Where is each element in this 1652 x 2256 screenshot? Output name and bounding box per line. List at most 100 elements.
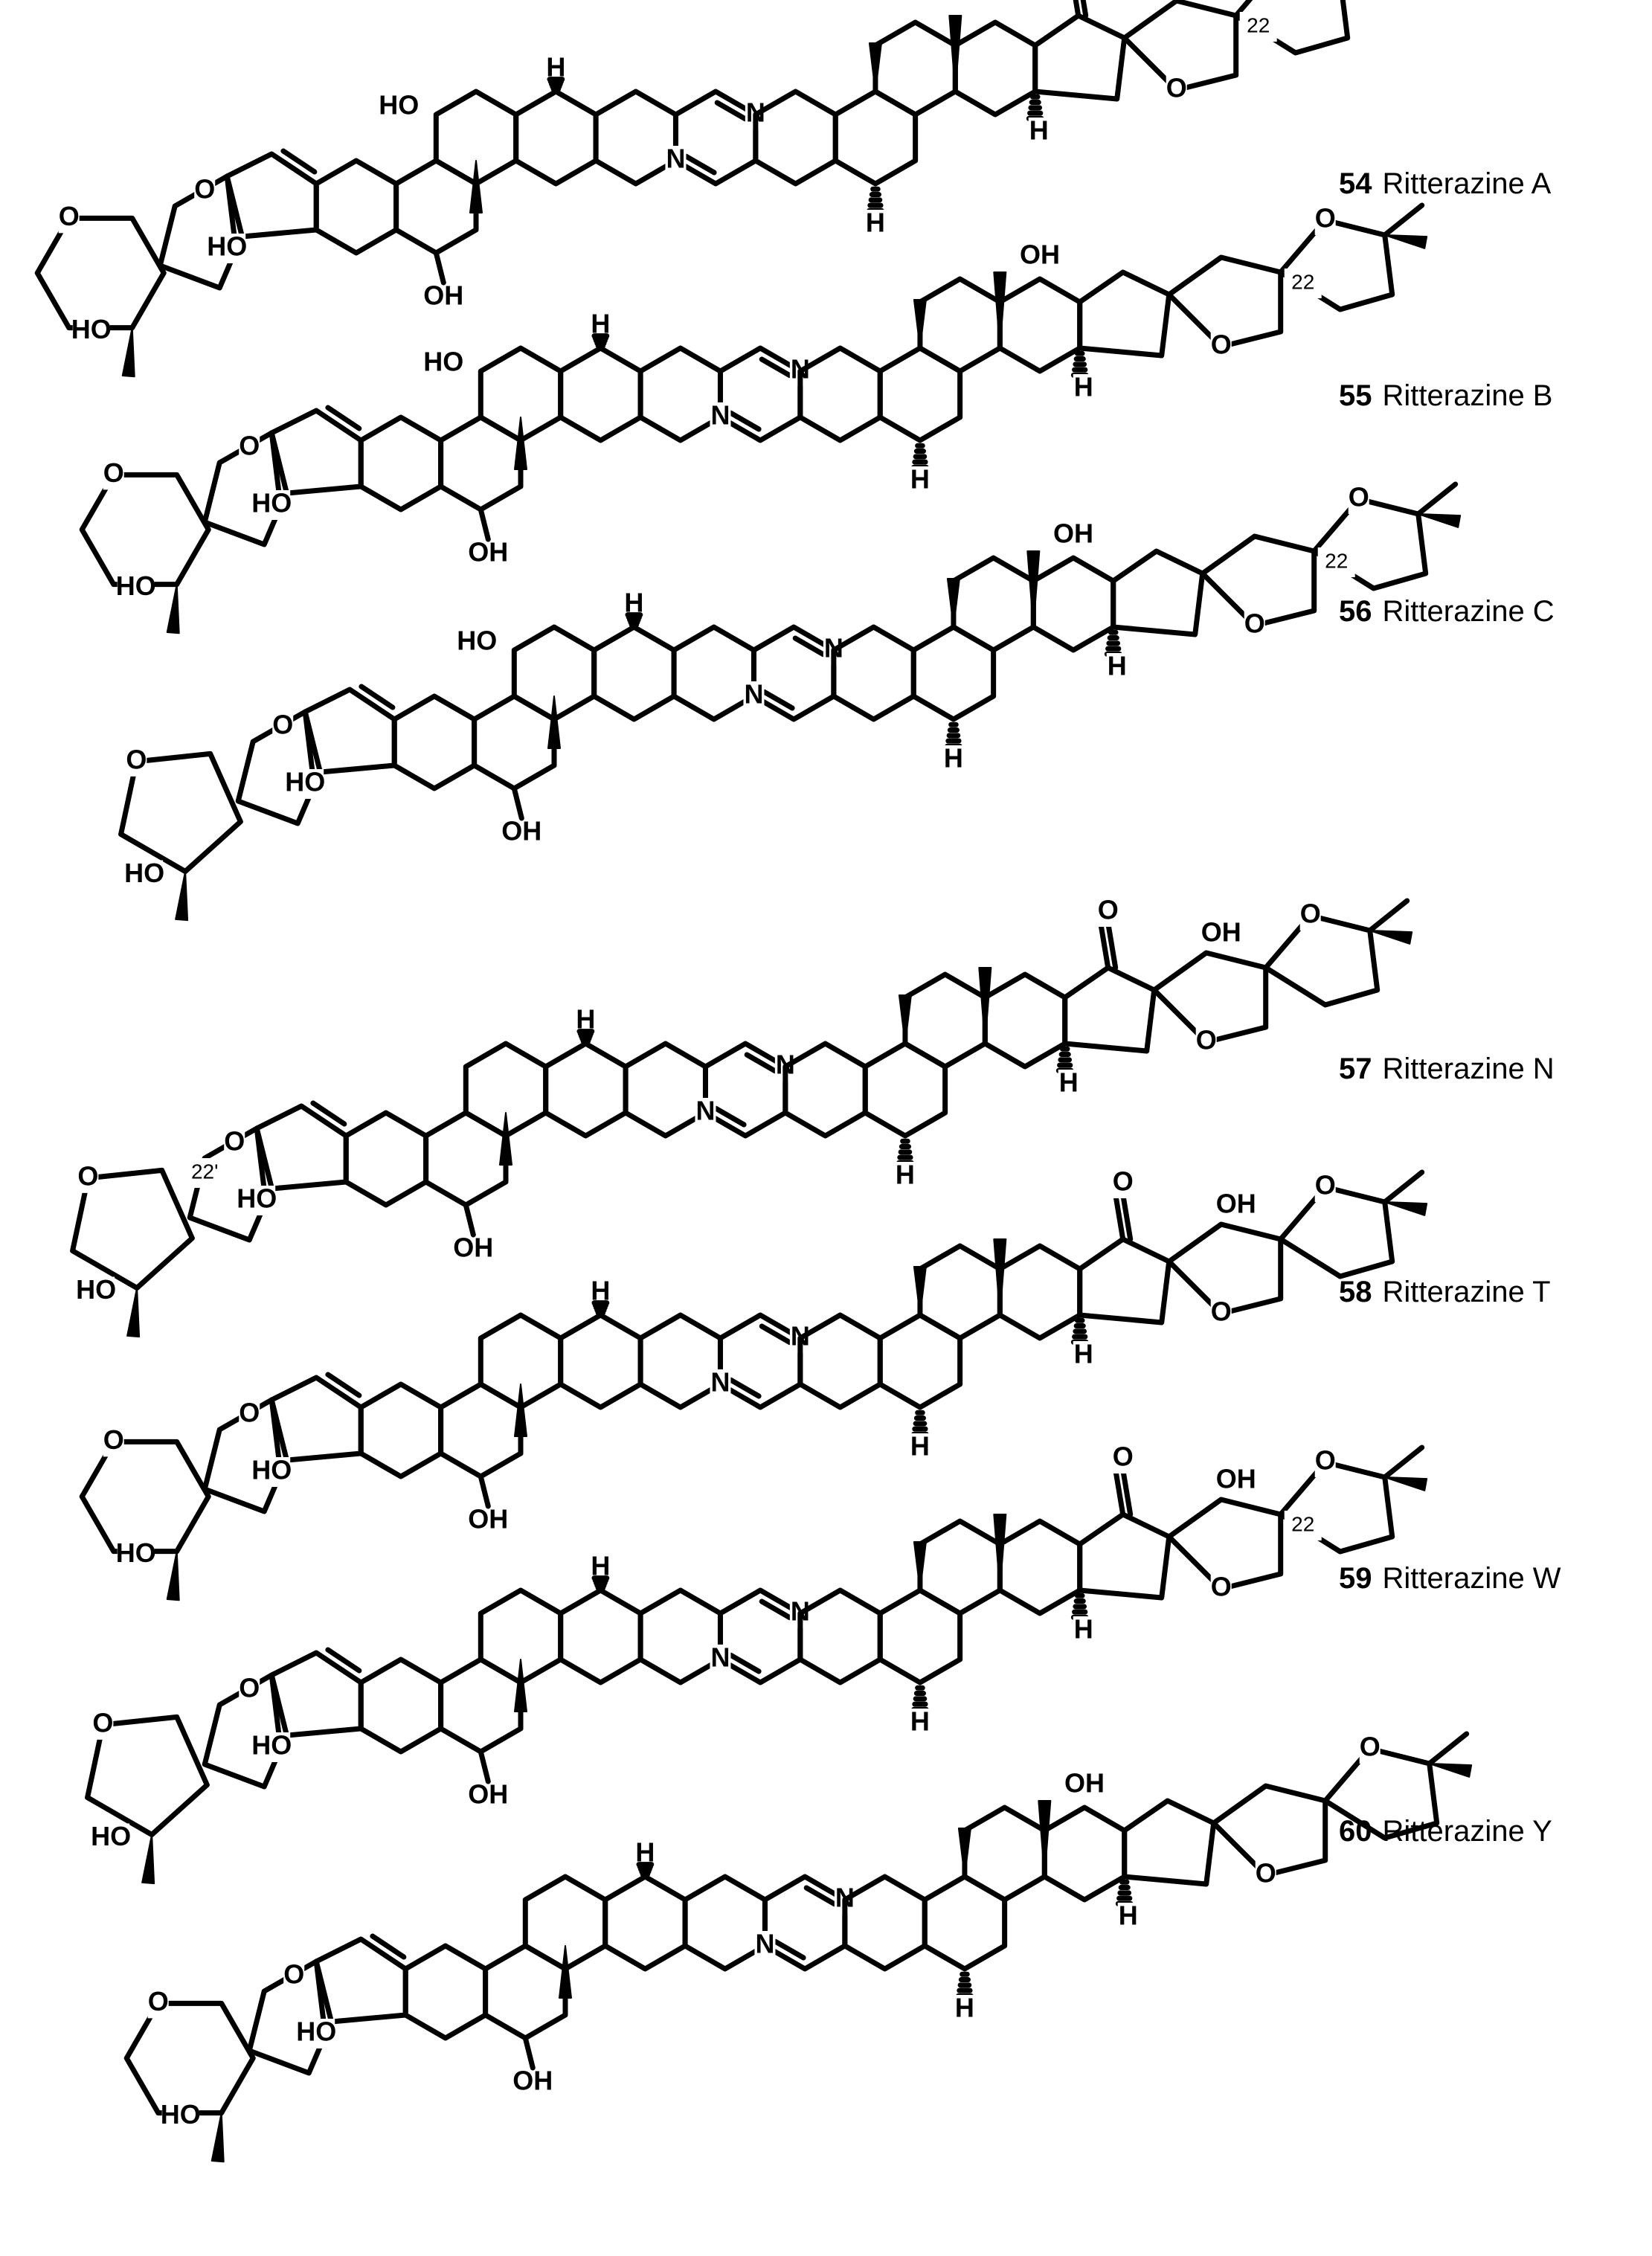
nitrogen-atom-bg <box>665 146 687 176</box>
oxygen-atom-bg <box>224 1128 245 1158</box>
oxygen-atom: O <box>92 1707 113 1738</box>
wedge-bond <box>1038 1800 1052 1877</box>
wedge-bond <box>948 15 962 92</box>
oxygen-atom: O <box>272 710 293 740</box>
double-bond <box>803 1885 838 1907</box>
cyclohexane-ring <box>917 276 1003 374</box>
locant-label-bg <box>1317 547 1355 577</box>
bond <box>478 507 491 542</box>
oxygen-atom-bg <box>1299 901 1321 931</box>
hydroxyl-group: HO <box>76 1274 116 1305</box>
oxygen-atom-bg <box>239 1400 260 1430</box>
cyclohexane-ring <box>343 1110 429 1208</box>
hydroxyl-group-bg <box>1066 1770 1104 1800</box>
hydroxyl-group: HO <box>251 488 292 518</box>
wedge-bond <box>1417 513 1462 528</box>
wedge-bond <box>898 994 912 1044</box>
wedge-bond <box>913 1266 927 1316</box>
oxygen-atom: O <box>224 1126 245 1157</box>
hydroxyl-group-bg <box>380 92 418 122</box>
cyclohexane-ring <box>623 1041 708 1139</box>
cyclohexane-ring <box>797 345 883 443</box>
oxygen-atom: O <box>77 1160 98 1191</box>
wedge-bond <box>946 578 960 628</box>
hydrogen-atom: H <box>1029 115 1049 146</box>
hydroxyl-group: HO <box>379 90 419 120</box>
nitrogen-atom-bg <box>743 681 765 711</box>
hydroxyl-group: OH <box>1053 518 1093 549</box>
cyclohexane-ring <box>997 276 1083 374</box>
bond <box>478 1474 491 1509</box>
hydroxyl-group-bg <box>469 539 507 569</box>
cyclopentane-ring <box>1032 13 1128 102</box>
hydrogen-atom-bg <box>1106 653 1128 683</box>
carbonyl-oxygen-bg <box>1112 1444 1134 1474</box>
cyclohexane-ring <box>637 1587 723 1685</box>
cyclohexane-ring <box>1041 1805 1128 1903</box>
cyclohexane-ring <box>391 693 478 791</box>
locant-label-bg <box>1284 269 1322 298</box>
compound-number: 55 <box>1339 379 1372 412</box>
oxygen-atom-bg <box>92 1709 114 1740</box>
cyclohexane-ring <box>593 89 678 187</box>
bond <box>1105 920 1119 971</box>
oxygen-atom-bg <box>1314 1172 1336 1202</box>
tetrahydropyran-ring <box>123 2000 256 2116</box>
cyclohexane-ring <box>982 971 1068 1070</box>
hydrogen-atom-bg <box>909 1433 931 1463</box>
hydroxyl-group: HO <box>116 1537 156 1568</box>
double-bond <box>728 1377 762 1399</box>
furan-ring <box>187 1125 274 1243</box>
skeleton: NNOO22OOHHHHHOOHOHOOHO <box>34 0 1351 378</box>
pyrazine-ring <box>751 624 837 722</box>
cyclopentene-ring <box>269 1375 364 1464</box>
cyclopentane-ring <box>1122 1798 1217 1887</box>
oxygen-atom-bg <box>1314 1447 1336 1477</box>
wedge-bond <box>514 417 527 470</box>
oxygen-atom: O <box>1211 330 1232 360</box>
oxygen-atom: O <box>1349 482 1369 512</box>
cyclohexane-ring <box>671 624 756 722</box>
locant-label-bg <box>1239 12 1277 42</box>
hydroxyl-group: OH <box>1064 1768 1105 1799</box>
oxygen-atom-bg <box>239 433 260 463</box>
cyclohexane-ring <box>1030 555 1116 653</box>
hydrogen-atom-bg <box>1028 118 1050 147</box>
locant-label: 22 <box>1291 270 1314 293</box>
hydroxyl-group: HO <box>237 1183 277 1214</box>
oxygen-atom-bg <box>283 1961 305 1991</box>
cyclohexane-ring <box>797 1587 883 1685</box>
pyrazine-ring <box>717 345 803 443</box>
wedge-bond <box>868 42 882 92</box>
oxygen-atom-bg <box>1210 332 1232 361</box>
hydrogen-atom-bg <box>909 1709 931 1738</box>
oxygen-atom: O <box>1315 1445 1336 1476</box>
oxygen-atom-bg <box>1314 205 1336 235</box>
nitrogen-atom: N <box>710 1642 730 1673</box>
hydroxyl-group-bg <box>298 2019 335 2048</box>
wedge-bond <box>121 327 135 378</box>
cyclohexane-ring <box>423 1110 509 1208</box>
carbonyl-oxygen: O <box>1113 1166 1134 1197</box>
double-bond <box>359 684 396 710</box>
hydroxyl-group: HO <box>161 2099 201 2130</box>
methyl-bond <box>1382 202 1425 238</box>
hydrogen-atom-bg <box>1058 1070 1079 1099</box>
double-bond <box>310 1100 347 1127</box>
wedge-bond <box>166 1550 180 1601</box>
oxygen-atom: O <box>148 1986 169 2016</box>
locant-label: 22 <box>1325 549 1348 572</box>
hydroxyl-group: HO <box>71 314 112 344</box>
double-bond <box>370 1933 407 1960</box>
hydroxyl-group-bg <box>77 1276 115 1307</box>
oxygen-atom-bg <box>1195 1027 1217 1057</box>
hydroxyl-group-bg <box>458 628 496 658</box>
hydrogen-atom: H <box>910 464 930 495</box>
wedge-bond <box>469 160 483 213</box>
hydroxyl-group: HO <box>207 231 247 262</box>
furan-ring <box>157 173 245 291</box>
cyclohexane-ring <box>438 1381 524 1479</box>
